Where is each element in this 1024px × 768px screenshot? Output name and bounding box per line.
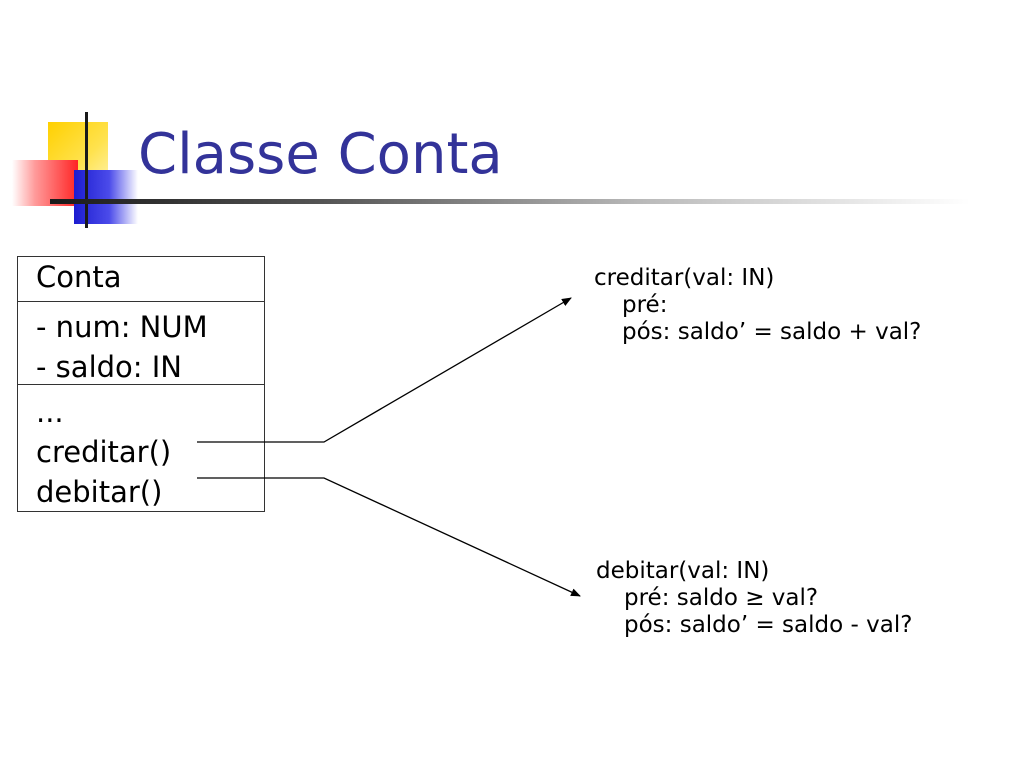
uml-attribute-num: - num: NUM bbox=[36, 310, 208, 344]
slide-logo bbox=[0, 0, 140, 240]
debitar-precondition: pré: saldo ≥ val? bbox=[624, 585, 819, 611]
logo-vertical-line bbox=[85, 112, 88, 228]
uml-attribute-saldo: - saldo: IN bbox=[36, 350, 183, 384]
uml-class-box: Conta - num: NUM - saldo: IN ... credita… bbox=[17, 256, 265, 512]
debitar-connector bbox=[197, 477, 581, 597]
logo-blue-square bbox=[74, 170, 138, 224]
uml-class-name-section: Conta bbox=[18, 257, 264, 302]
uml-method-debitar: debitar() bbox=[36, 475, 163, 509]
uml-method-ellipsis: ... bbox=[36, 395, 64, 429]
uml-class-name: Conta bbox=[36, 260, 122, 294]
title-underline bbox=[50, 199, 970, 204]
creditar-postcondition: pós: saldo’ = saldo + val? bbox=[622, 319, 922, 345]
uml-attributes-section: - num: NUM - saldo: IN bbox=[18, 302, 264, 385]
debitar-signature: debitar(val: IN) bbox=[596, 558, 770, 584]
debitar-postcondition: pós: saldo’ = saldo - val? bbox=[624, 612, 913, 638]
debitar-note: debitar(val: IN) pré: saldo ≥ val? pós: … bbox=[596, 558, 912, 639]
uml-methods-section: ... creditar() debitar() bbox=[18, 385, 264, 512]
logo-red-square bbox=[12, 160, 78, 206]
creditar-precondition: pré: bbox=[622, 292, 668, 318]
creditar-signature: creditar(val: IN) bbox=[594, 265, 775, 291]
uml-method-creditar: creditar() bbox=[36, 435, 172, 469]
slide-title: Classe Conta bbox=[138, 122, 503, 187]
creditar-note: creditar(val: IN) pré: pós: saldo’ = sal… bbox=[594, 265, 921, 346]
creditar-connector bbox=[197, 297, 572, 443]
